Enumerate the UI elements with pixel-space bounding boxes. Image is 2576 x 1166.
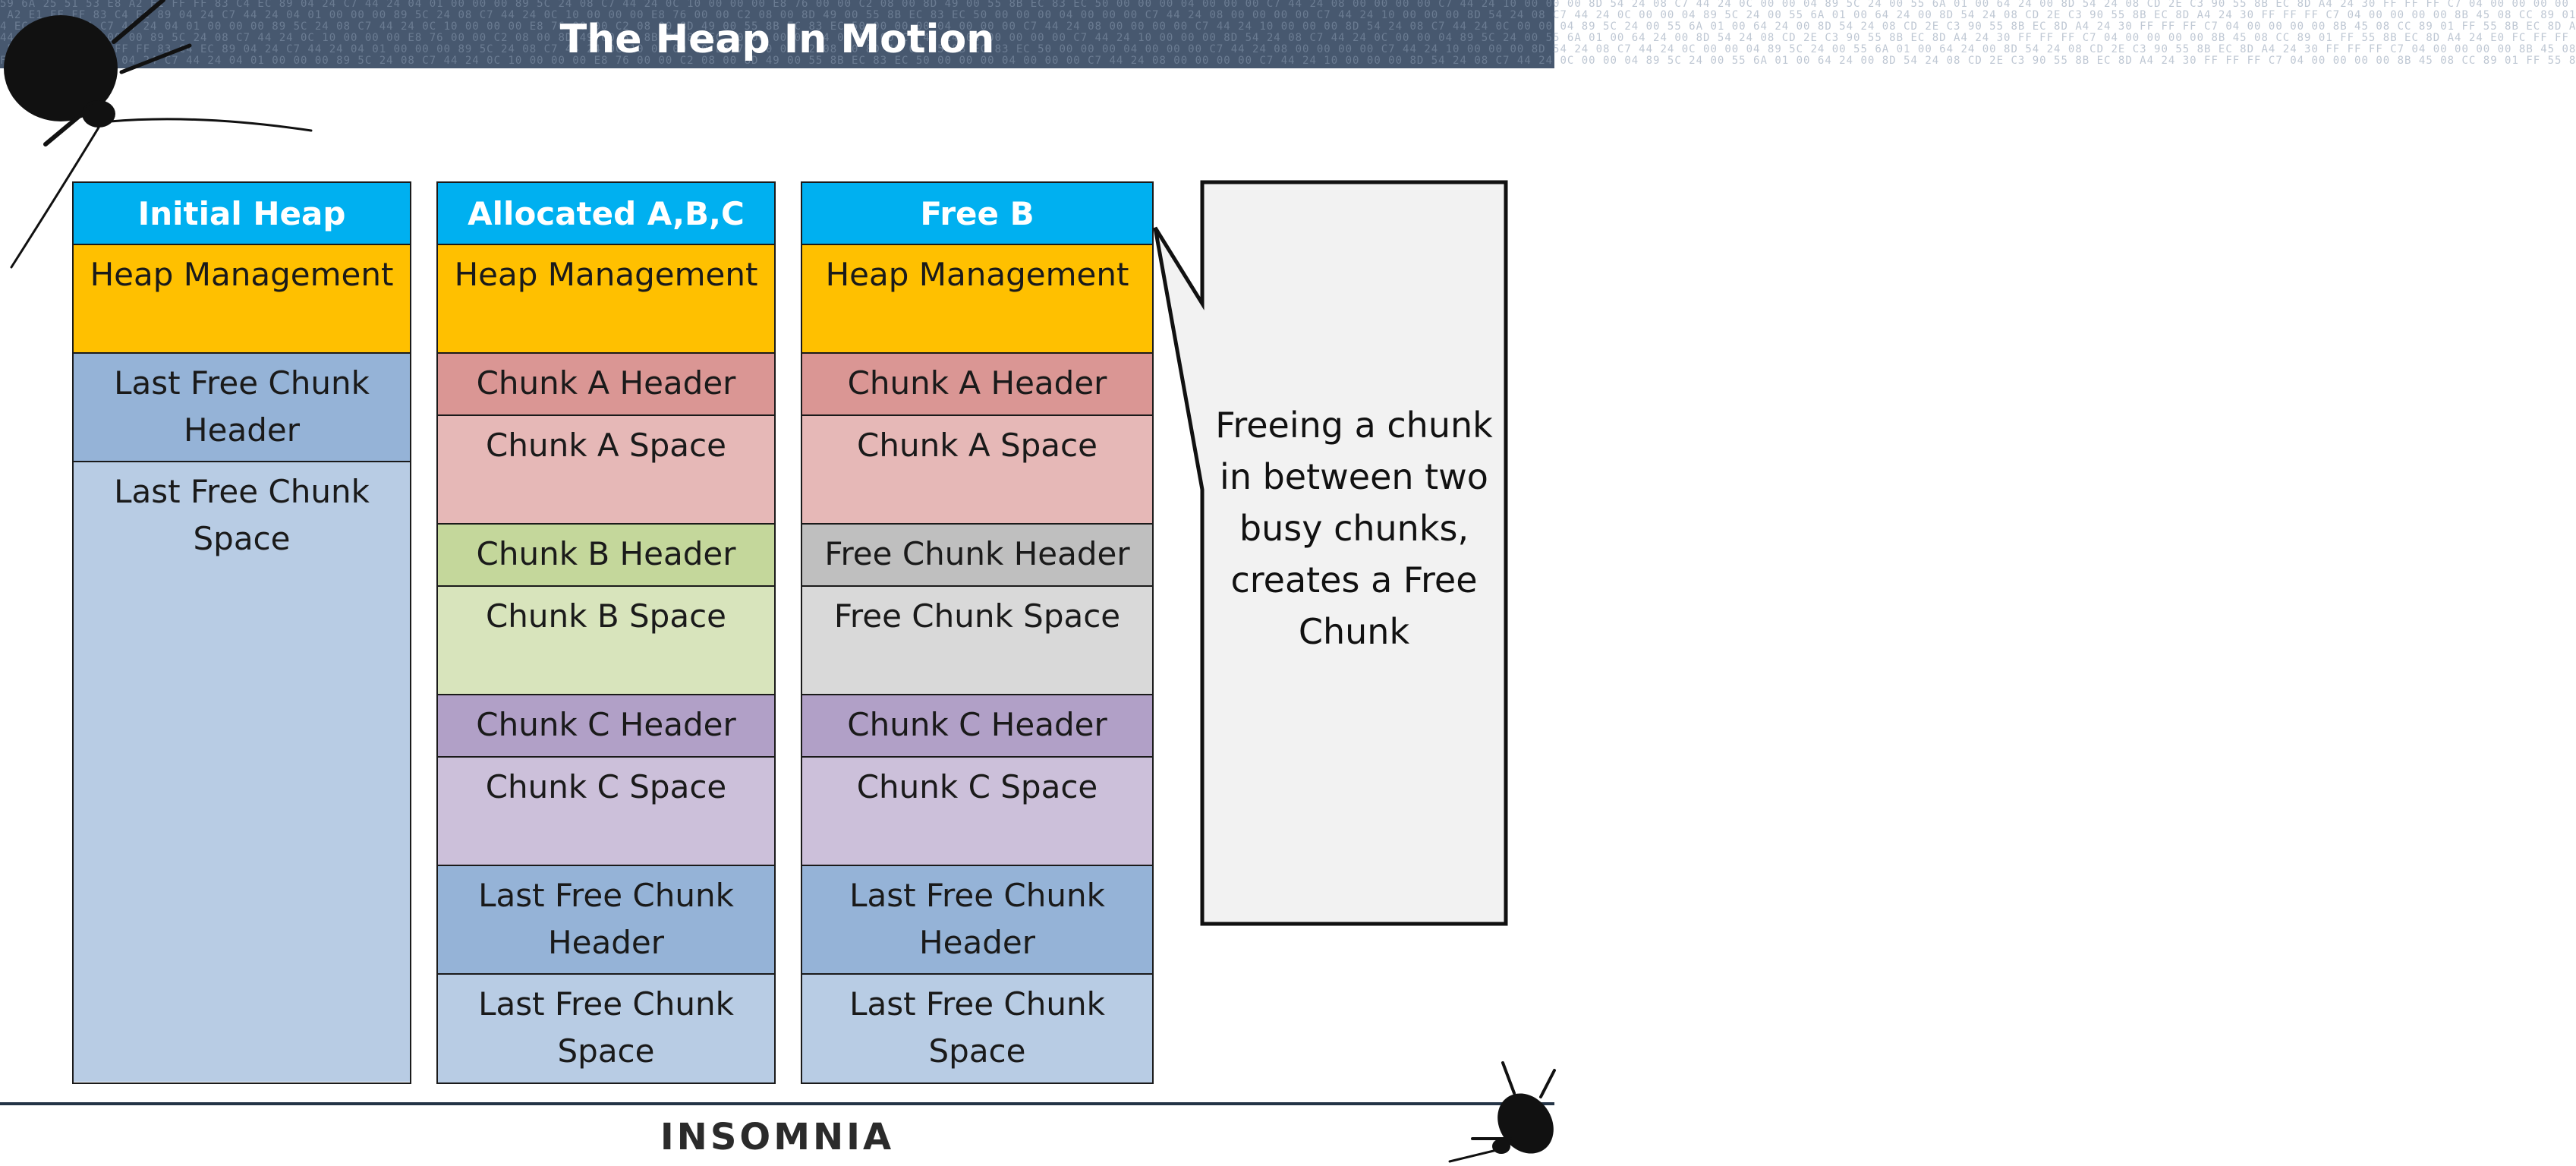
column-title: Free B <box>802 183 1152 245</box>
block-last-free-chunk-space: Last Free Chunk Space <box>74 462 410 1082</box>
block-heap-management: Heap Management <box>438 245 774 354</box>
block-chunk-a-space: Chunk A Space <box>802 416 1152 525</box>
block-free-chunk-space: Free Chunk Space <box>802 587 1152 695</box>
cockroach-icon <box>1448 1061 1556 1163</box>
block-heap-management: Heap Management <box>74 245 410 354</box>
column-free-b: Free B Heap Management Chunk A Header Ch… <box>801 181 1154 1084</box>
block-heap-management: Heap Management <box>802 245 1152 354</box>
title-banner: 59 6A 25 51 53 E8 A2 E1 FF FF 83 C4 EC 8… <box>0 0 2576 68</box>
block-last-free-chunk-space: Last Free Chunk Space <box>438 975 774 1082</box>
block-chunk-c-space: Chunk C Space <box>438 758 774 866</box>
cockroach-icon <box>4 0 313 269</box>
block-last-free-chunk-space: Last Free Chunk Space <box>802 975 1152 1082</box>
footer-logo: INSOMNIA <box>660 1116 895 1158</box>
block-last-free-chunk-header: Last Free Chunk Header <box>438 866 774 975</box>
slide-title: The Heap In Motion <box>559 17 995 62</box>
column-title: Allocated A,B,C <box>438 183 774 245</box>
callout-text: Freeing a chunk in between two busy chun… <box>1215 405 1493 652</box>
block-chunk-a-header: Chunk A Header <box>802 354 1152 416</box>
block-chunk-c-space: Chunk C Space <box>802 758 1152 866</box>
block-chunk-a-header: Chunk A Header <box>438 354 774 416</box>
column-initial-heap: Initial Heap Heap Management Last Free C… <box>72 181 411 1084</box>
block-last-free-chunk-header: Last Free Chunk Header <box>802 866 1152 975</box>
block-chunk-a-space: Chunk A Space <box>438 416 774 525</box>
block-chunk-c-header: Chunk C Header <box>802 695 1152 758</box>
footer-divider <box>0 1102 1554 1105</box>
block-chunk-b-header: Chunk B Header <box>438 525 774 587</box>
hex-dump-background: 59 6A 25 51 53 E8 A2 E1 FF FF 83 C4 EC 8… <box>0 0 2576 67</box>
column-title: Initial Heap <box>74 183 410 245</box>
block-chunk-c-header: Chunk C Header <box>438 695 774 758</box>
callout-bubble <box>1153 180 1508 926</box>
block-last-free-chunk-header: Last Free Chunk Header <box>74 354 410 462</box>
column-allocated-abc: Allocated A,B,C Heap Management Chunk A … <box>436 181 776 1084</box>
block-free-chunk-header: Free Chunk Header <box>802 525 1152 587</box>
block-chunk-b-space: Chunk B Space <box>438 587 774 695</box>
